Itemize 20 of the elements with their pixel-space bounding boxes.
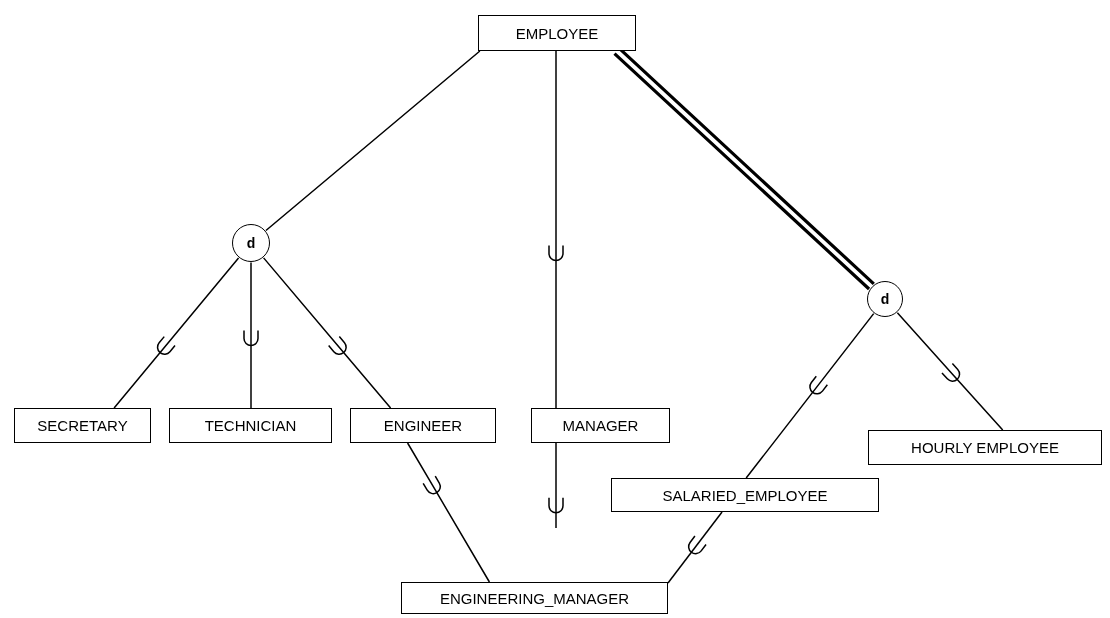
entity-box: EMPLOYEE xyxy=(478,15,636,51)
connector-line xyxy=(555,442,557,529)
entity-box: ENGINEER xyxy=(350,408,496,443)
connector-line xyxy=(262,257,392,409)
connector-line xyxy=(896,312,1004,431)
connector-line xyxy=(250,261,252,409)
connector-line xyxy=(265,50,481,232)
entity-box: SECRETARY xyxy=(14,408,151,443)
disjoint-circle: d xyxy=(867,281,903,317)
connector-line xyxy=(555,50,557,409)
connector-line xyxy=(667,511,723,584)
entity-box: TECHNICIAN xyxy=(169,408,332,443)
entity-box: MANAGER xyxy=(531,408,670,443)
connector-line xyxy=(745,312,875,479)
entity-box: HOURLY EMPLOYEE xyxy=(868,430,1102,465)
disjoint-circle: d xyxy=(232,224,270,262)
entity-box: ENGINEERING_MANAGER xyxy=(401,582,668,614)
connector-line xyxy=(406,442,491,583)
connector-line xyxy=(113,257,240,409)
entity-box: SALARIED_EMPLOYEE xyxy=(611,478,879,512)
